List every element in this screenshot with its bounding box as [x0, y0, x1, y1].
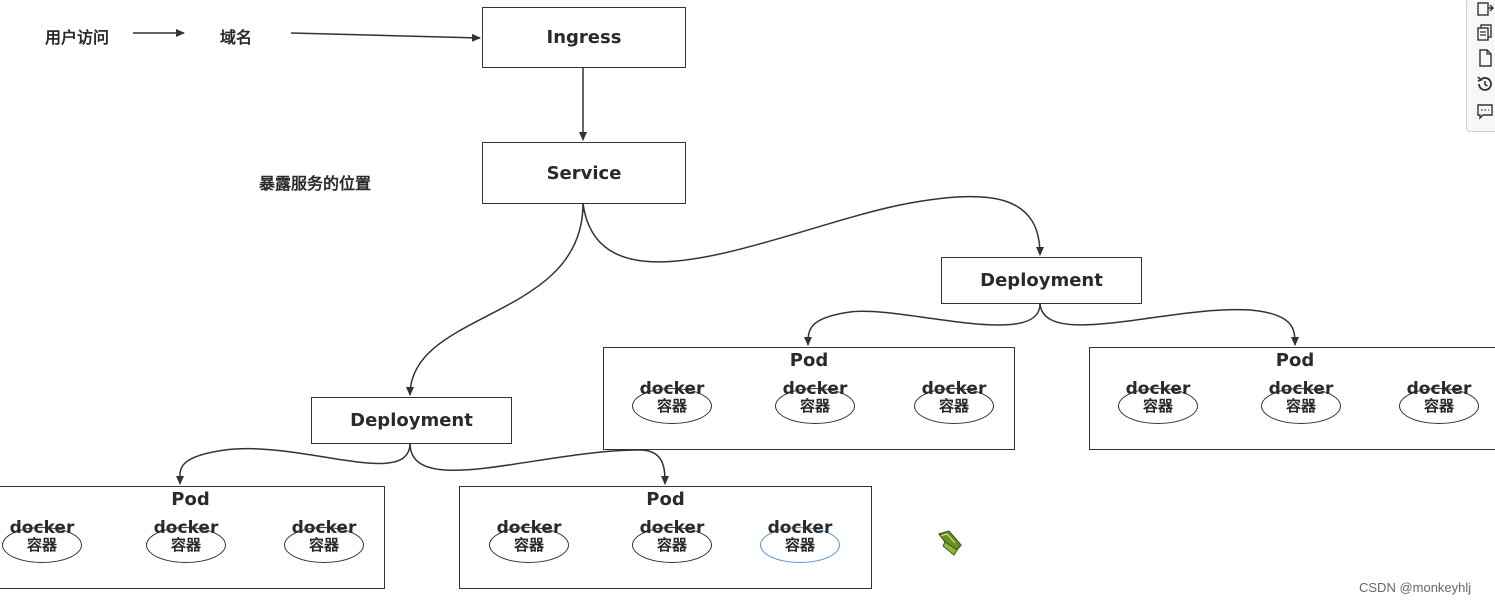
container-name: docker [153, 518, 219, 538]
arrow-service-to-deployment-right [582, 195, 1044, 263]
container-name: docker [921, 379, 987, 399]
docker-container[interactable]: docker 容器 [632, 519, 712, 563]
container-type: 容器 [170, 536, 201, 554]
container-type: 容器 [1142, 397, 1173, 415]
container-type: 容器 [1285, 397, 1316, 415]
docker-container[interactable]: docker 容器 [632, 380, 712, 424]
arrow-deployment-right-to-pod3 [804, 303, 1041, 346]
container-type: 容器 [1423, 397, 1454, 415]
docker-container[interactable]: docker 容器 [775, 380, 855, 424]
pod-title: Pod [171, 489, 210, 510]
pod-box[interactable]: Pod docker 容器 docker 容器 docker 容器 [0, 486, 385, 589]
docker-container[interactable]: docker 容器 [489, 519, 569, 563]
container-type: 容器 [308, 536, 339, 554]
pod-title: Pod [789, 350, 829, 371]
docker-container[interactable]: docker 容器 [1399, 380, 1479, 424]
docker-container[interactable]: docker 容器 [914, 380, 994, 424]
pod-title: Pod [1275, 350, 1315, 371]
container-type: 容器 [513, 536, 544, 554]
container-name: docker [9, 518, 75, 538]
csdn-watermark: CSDN @monkeyhlj [1359, 580, 1472, 595]
container-type: 容器 [784, 536, 815, 554]
service-node[interactable]: Service [482, 142, 686, 204]
container-name: docker [1268, 379, 1334, 399]
arrow-deployment-right-to-pod4 [1039, 303, 1299, 346]
pod-box[interactable]: Pod docker 容器 docker 容器 docker 容器 [1089, 347, 1495, 450]
docker-container[interactable]: docker 容器 [1261, 380, 1341, 424]
deployment-left-node[interactable]: Deployment [311, 397, 512, 444]
history-icon[interactable] [1475, 74, 1495, 94]
export-icon[interactable] [1475, 0, 1495, 19]
container-name: docker [782, 379, 848, 399]
docker-container[interactable]: docker 容器 [1118, 380, 1198, 424]
container-type: 容器 [656, 397, 687, 415]
container-name: docker [767, 518, 833, 538]
container-name: docker [639, 379, 705, 399]
container-name: docker [496, 518, 562, 538]
docker-container[interactable]: docker 容器 [284, 519, 364, 563]
container-type: 容器 [26, 536, 57, 554]
arrow-deployment-left-to-pod2 [409, 442, 669, 485]
expose-service-position-label: 暴露服务的位置 [259, 174, 372, 193]
container-type: 容器 [799, 397, 830, 415]
pod-box[interactable]: Pod docker 容器 docker 容器 docker 容器 [603, 347, 1015, 450]
container-type: 容器 [656, 536, 687, 554]
ingress-node[interactable]: Ingress [482, 7, 686, 68]
arrow-deployment-left-to-pod1 [175, 442, 411, 485]
domain-label: 域名 [220, 28, 253, 47]
arrow-service-to-deployment-left [406, 203, 584, 396]
document-icon[interactable] [1475, 48, 1495, 68]
docker-container[interactable]: docker 容器 [2, 519, 82, 563]
container-name: docker [1406, 379, 1472, 399]
pod-title: Pod [646, 489, 685, 510]
side-toolbar [1466, 0, 1495, 132]
pen-cursor-icon [938, 530, 962, 556]
comment-icon[interactable] [1475, 101, 1495, 121]
copy-icon[interactable] [1475, 22, 1495, 42]
arrow-domain-to-ingress [290, 32, 481, 42]
pod-box[interactable]: Pod docker 容器 docker 容器 docker 容器 [459, 486, 872, 589]
user-access-label: 用户访问 [45, 28, 110, 47]
docker-container-selected[interactable]: docker 容器 [760, 519, 840, 563]
docker-container[interactable]: docker 容器 [146, 519, 226, 563]
container-name: docker [639, 518, 705, 538]
container-name: docker [291, 518, 357, 538]
deployment-right-node[interactable]: Deployment [941, 257, 1142, 304]
container-name: docker [1125, 379, 1191, 399]
container-type: 容器 [938, 397, 969, 415]
